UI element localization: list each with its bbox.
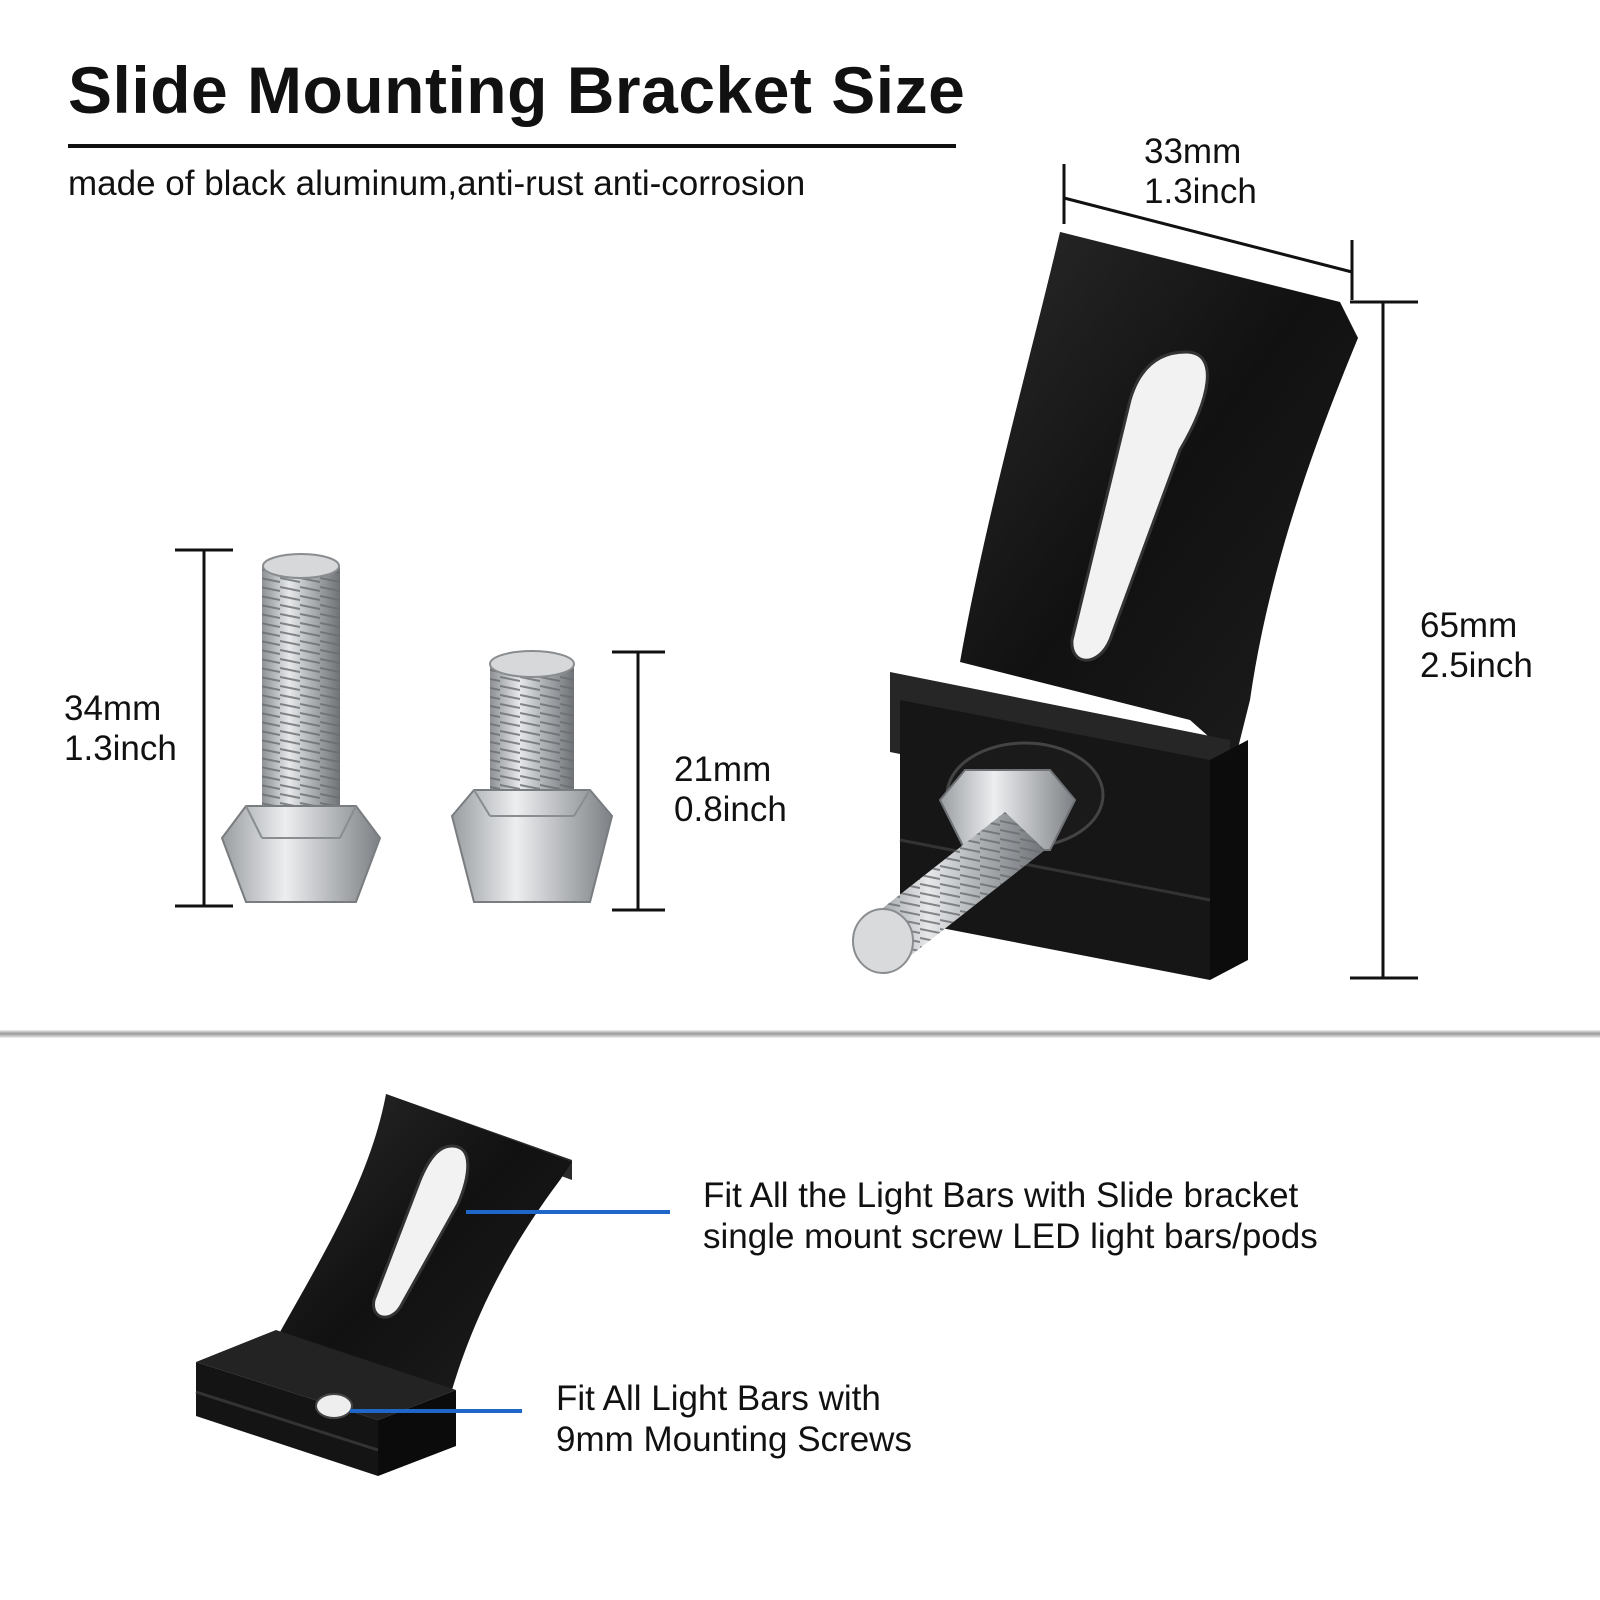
bracket-height-dimension-label: 65mm 2.5inch (1420, 606, 1533, 686)
bracket-width-dimension-label: 33mm 1.3inch (1144, 132, 1257, 212)
bracket-width-imperial: 1.3inch (1144, 172, 1257, 211)
short-bolt-icon (450, 650, 614, 903)
long-bolt-icon (220, 553, 382, 903)
bracket-height-imperial: 2.5inch (1420, 646, 1533, 685)
slot-callout-line2: single mount screw LED light bars/pods (703, 1217, 1318, 1256)
small-bracket-icon (195, 1094, 572, 1476)
long-bolt-dimension-label: 34mm 1.3inch (64, 689, 177, 769)
title-underline (68, 144, 956, 148)
long-bolt-dimension-line (175, 548, 233, 908)
short-bolt-dimension-label: 21mm 0.8inch (674, 750, 787, 830)
page-title: Slide Mounting Bracket Size (68, 53, 966, 127)
hole-callout-text: Fit All Light Bars with 9mm Mounting Scr… (556, 1378, 912, 1460)
hole-callout-line2: 9mm Mounting Screws (556, 1420, 912, 1459)
bracket-width-dimension-line (1062, 164, 1354, 300)
bracket-width-metric: 33mm (1144, 132, 1242, 171)
bracket-height-dimension-line (1350, 300, 1418, 980)
short-bolt-imperial: 0.8inch (674, 790, 787, 829)
section-divider (0, 1030, 1600, 1038)
long-bolt-imperial: 1.3inch (64, 729, 177, 768)
large-bracket-icon (852, 232, 1358, 980)
bracket-height-metric: 65mm (1420, 606, 1518, 645)
short-bolt-metric: 21mm (674, 750, 772, 789)
material-subtitle: made of black aluminum,anti-rust anti-co… (68, 164, 806, 203)
hole-callout-line1: Fit All Light Bars with (556, 1379, 881, 1418)
slot-callout-line1: Fit All the Light Bars with Slide bracke… (703, 1176, 1299, 1215)
short-bolt-dimension-line (612, 650, 665, 912)
slot-callout-text: Fit All the Light Bars with Slide bracke… (703, 1175, 1318, 1257)
long-bolt-metric: 34mm (64, 689, 162, 728)
